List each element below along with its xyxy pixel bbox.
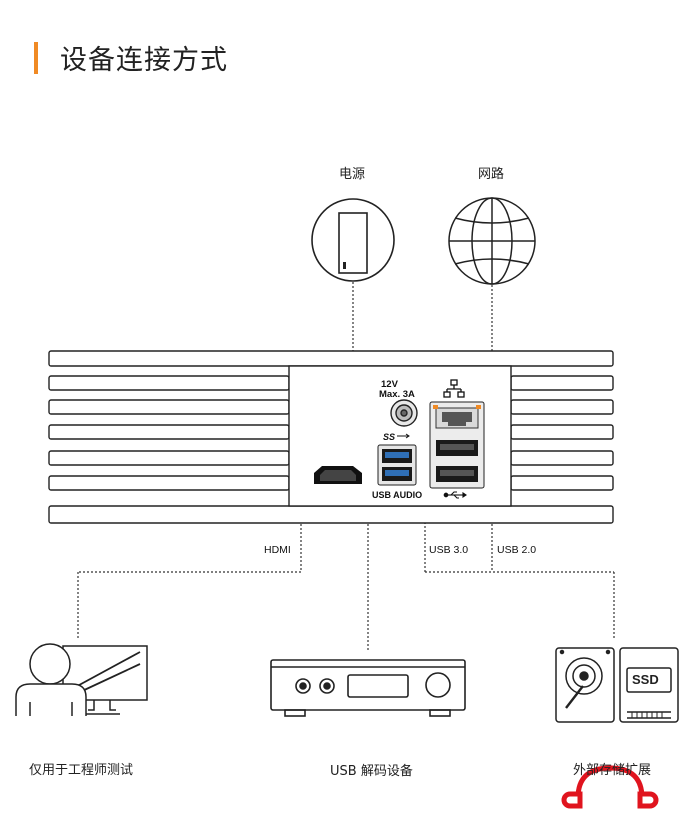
hdd-icon	[555, 647, 615, 723]
power-icon	[311, 198, 395, 282]
usb3-ports	[377, 444, 417, 486]
section-header: 设备连接方式	[34, 38, 228, 77]
decoder-label: USB 解码设备	[330, 764, 413, 779]
device-chassis	[48, 350, 614, 524]
power-spec-line1: 12V	[381, 379, 398, 390]
usb-audio-label: USB AUDIO	[372, 490, 423, 500]
page-title: 设备连接方式	[60, 45, 228, 76]
svg-text:SS: SS	[383, 432, 395, 442]
dc-jack	[390, 399, 418, 427]
ssd-icon	[619, 647, 679, 723]
storage-label: 外部存储扩展	[573, 763, 652, 778]
usb3-label: USB 3.0	[429, 544, 469, 556]
engineer-label: 仅用于工程师测试	[29, 763, 134, 778]
hdmi-port	[314, 466, 362, 484]
headphone-icon	[561, 765, 659, 809]
usb2-label: USB 2.0	[497, 544, 537, 556]
usb2-ports	[436, 440, 478, 482]
engineer-monitor-icon	[15, 643, 148, 716]
globe-icon	[448, 197, 536, 285]
network-symbol-icon	[443, 379, 465, 398]
decoder-device-icon	[270, 659, 466, 717]
ssd-text: SSD	[632, 672, 659, 687]
power-label: 电源	[339, 167, 366, 182]
hdmi-label: HDMI	[264, 544, 291, 556]
network-label: 网路	[478, 167, 505, 182]
superspeed-usb-icon: SS	[383, 432, 410, 442]
title-accent-bar	[34, 41, 38, 74]
power-spec-line2: Max. 3A	[379, 389, 415, 400]
usb-trident-icon	[443, 491, 467, 499]
